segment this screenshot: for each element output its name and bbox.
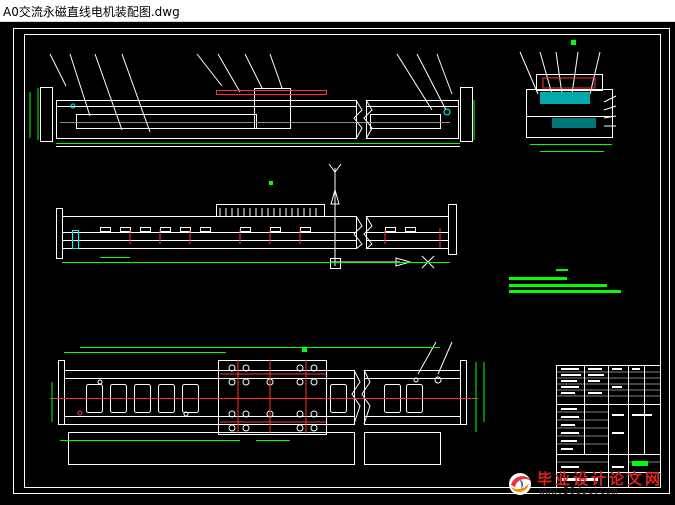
top-view-slots xyxy=(100,227,416,232)
outer-frame xyxy=(13,28,670,494)
inner-frame xyxy=(24,34,661,488)
watermark-url: www.56doc.com xyxy=(539,486,618,497)
plan-view xyxy=(58,341,467,465)
tech-notes xyxy=(509,269,621,293)
watermark: 毕业设计论文网 www.56doc.com xyxy=(501,469,667,499)
plan-view-bolts xyxy=(97,364,442,432)
front-view xyxy=(40,53,473,147)
watermark-brand: 毕业设计论文网 xyxy=(537,470,664,488)
title-block-rows xyxy=(556,371,660,463)
window-title: A0交流永磁直线电机装配图.dwg xyxy=(3,5,180,19)
title-block xyxy=(556,365,661,488)
window-titlebar: A0交流永磁直线电机装配图.dwg xyxy=(0,0,675,22)
title-block-text-marks xyxy=(561,368,652,481)
cad-drawing xyxy=(13,28,670,494)
drawing-canvas[interactable]: 毕业设计论文网 www.56doc.com xyxy=(0,22,675,505)
section-view xyxy=(519,51,617,152)
top-view xyxy=(56,163,457,269)
top-view-comb xyxy=(219,208,317,216)
swirl-logo-icon xyxy=(509,473,531,495)
